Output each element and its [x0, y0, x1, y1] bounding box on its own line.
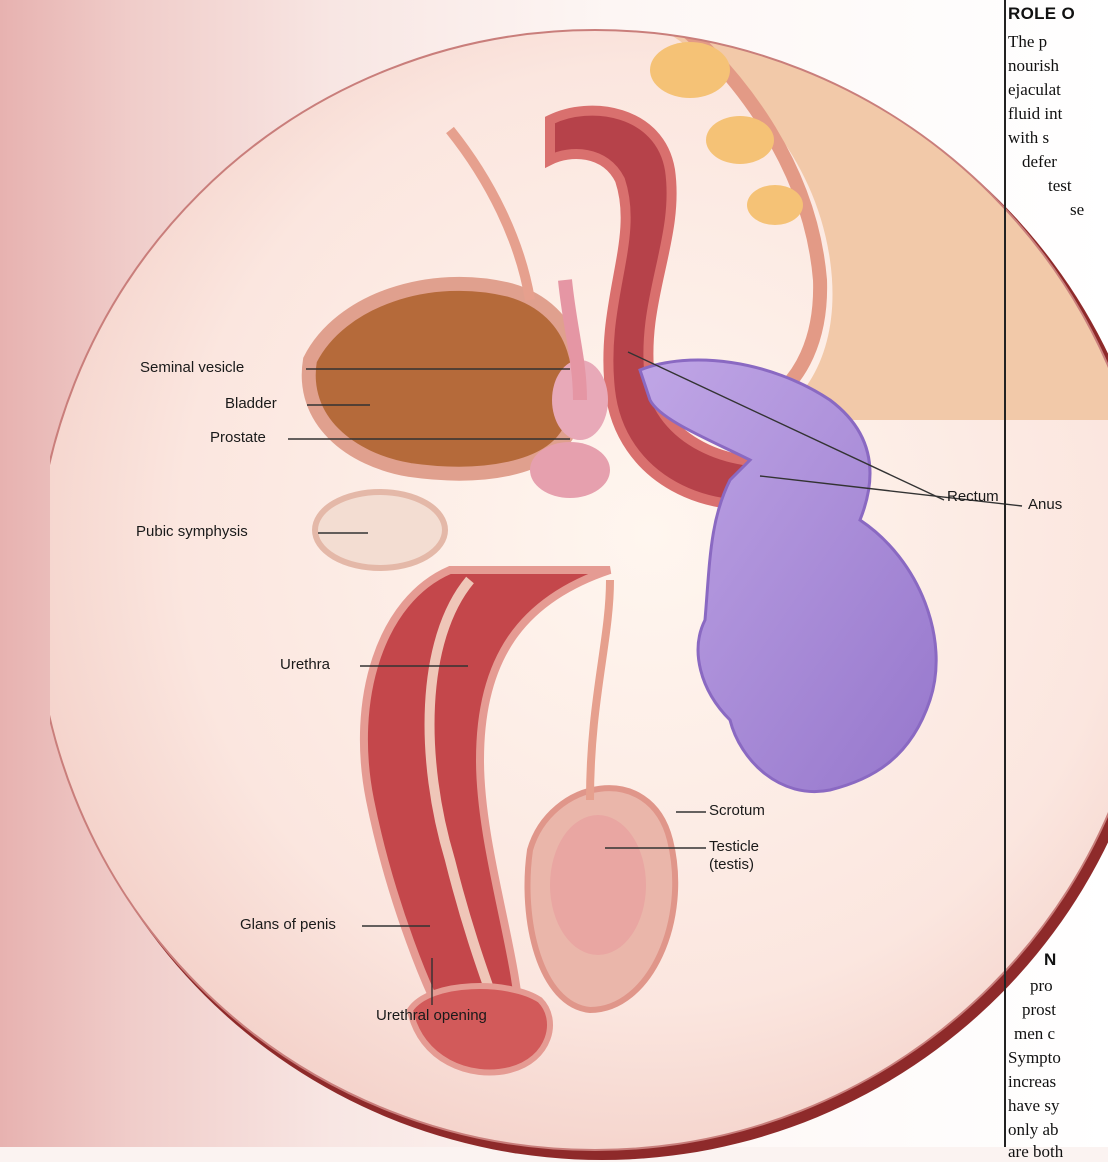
label-urethral-opening: Urethral opening	[376, 1007, 487, 1024]
article-line: only ab	[1008, 1120, 1059, 1140]
article-line: pro	[1030, 976, 1053, 996]
article-line: ejaculat	[1008, 80, 1061, 100]
label-testicle: Testicle	[709, 838, 759, 855]
article-line: with s	[1008, 128, 1049, 148]
label-urethra: Urethra	[280, 656, 330, 673]
article-line: Sympto	[1008, 1048, 1061, 1068]
label-glans-of-penis: Glans of penis	[240, 916, 336, 933]
article-line: test	[1048, 176, 1072, 196]
label-bladder: Bladder	[225, 395, 277, 412]
article-line: defer	[1022, 152, 1057, 172]
label-seminal-vesicle: Seminal vesicle	[140, 359, 244, 376]
article-line: increas	[1008, 1072, 1056, 1092]
article-line: nourish	[1008, 56, 1059, 76]
article-line: prost	[1022, 1000, 1056, 1020]
label-rectum: Rectum	[947, 488, 999, 505]
article-line: se	[1070, 200, 1084, 220]
article-line: fluid int	[1008, 104, 1062, 124]
section-heading: N	[1044, 950, 1057, 970]
label-testis: (testis)	[709, 856, 754, 873]
article-line: have sy	[1008, 1096, 1059, 1116]
label-pubic-symphysis: Pubic symphysis	[136, 523, 248, 540]
article-line: are both	[1008, 1142, 1063, 1162]
column-rule	[1004, 0, 1006, 1147]
label-prostate: Prostate	[210, 429, 266, 446]
article-line: men c	[1014, 1024, 1055, 1044]
side-article: ROLE O The p nourish ejaculat fluid int …	[1008, 0, 1108, 1147]
section-heading: ROLE O	[1008, 4, 1075, 24]
label-scrotum: Scrotum	[709, 802, 765, 819]
leader-rectum	[628, 352, 944, 500]
article-line: The p	[1008, 32, 1047, 52]
